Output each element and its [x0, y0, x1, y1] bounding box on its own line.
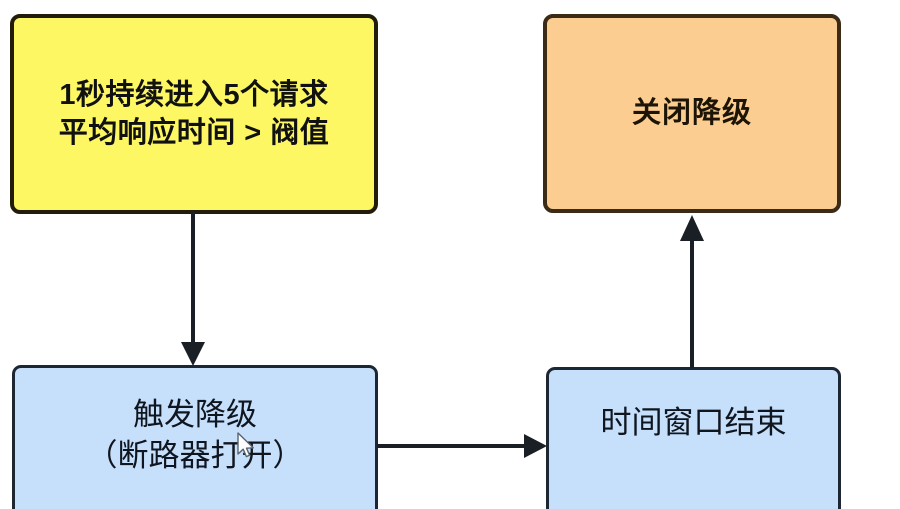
edge-time-window-end-to-close-degrade — [690, 240, 694, 368]
node-close-degrade[interactable]: 关闭降级 — [543, 14, 841, 213]
node-trigger-degrade[interactable]: 触发降级 （断路器打开） — [12, 365, 378, 509]
arrow-head-up-icon — [680, 215, 704, 241]
edge-trigger-degrade-to-time-window-end — [377, 444, 529, 448]
edge-trigger-condition-to-trigger-degrade — [191, 212, 195, 350]
node-trigger-degrade-label: 触发降级 （断路器打开） — [86, 397, 304, 473]
arrow-head-right-icon — [524, 434, 547, 458]
node-time-window-end-label: 时间窗口结束 — [600, 404, 787, 440]
node-close-degrade-label: 关闭降级 — [631, 97, 752, 130]
node-trigger-condition[interactable]: 1秒持续进入5个请求 平均响应时间 > 阀值 — [10, 14, 378, 214]
node-time-window-end[interactable]: 时间窗口结束 — [546, 367, 841, 509]
node-trigger-condition-label: 1秒持续进入5个请求 平均响应时间 > 阀值 — [58, 78, 330, 149]
arrow-head-down-icon — [181, 342, 205, 366]
